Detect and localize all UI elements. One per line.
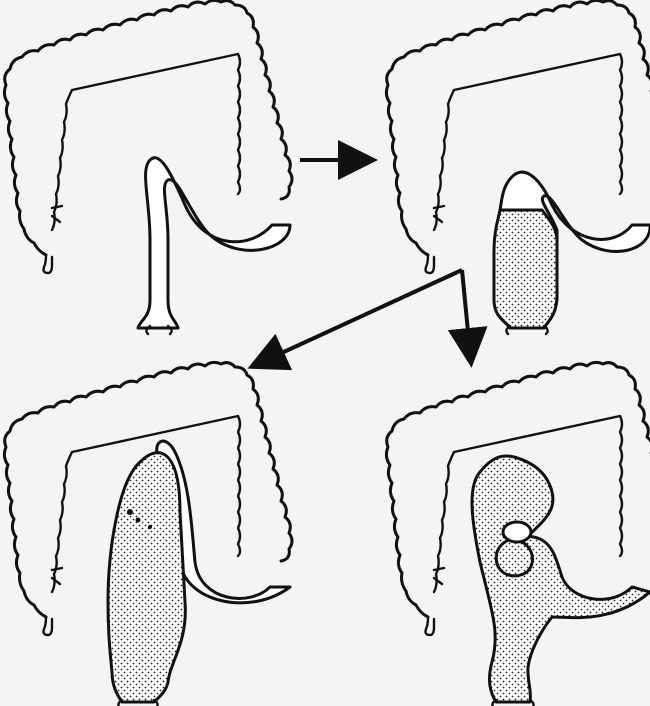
- panel-2: [386, 0, 650, 334]
- sigmoid-distended: [108, 453, 185, 702]
- panel-3: [4, 362, 292, 706]
- arrow-panel-2-to-panel-4: [462, 270, 470, 352]
- sigmoid-fluid: [494, 210, 557, 328]
- sigmoid-twisted-loop: [472, 456, 650, 702]
- panel-4: [386, 362, 650, 706]
- sigmoid-loop: [138, 158, 290, 328]
- twist-lumen: [503, 522, 531, 542]
- arrow-panel-2-to-panel-3: [262, 270, 462, 362]
- panel-1: [4, 0, 292, 334]
